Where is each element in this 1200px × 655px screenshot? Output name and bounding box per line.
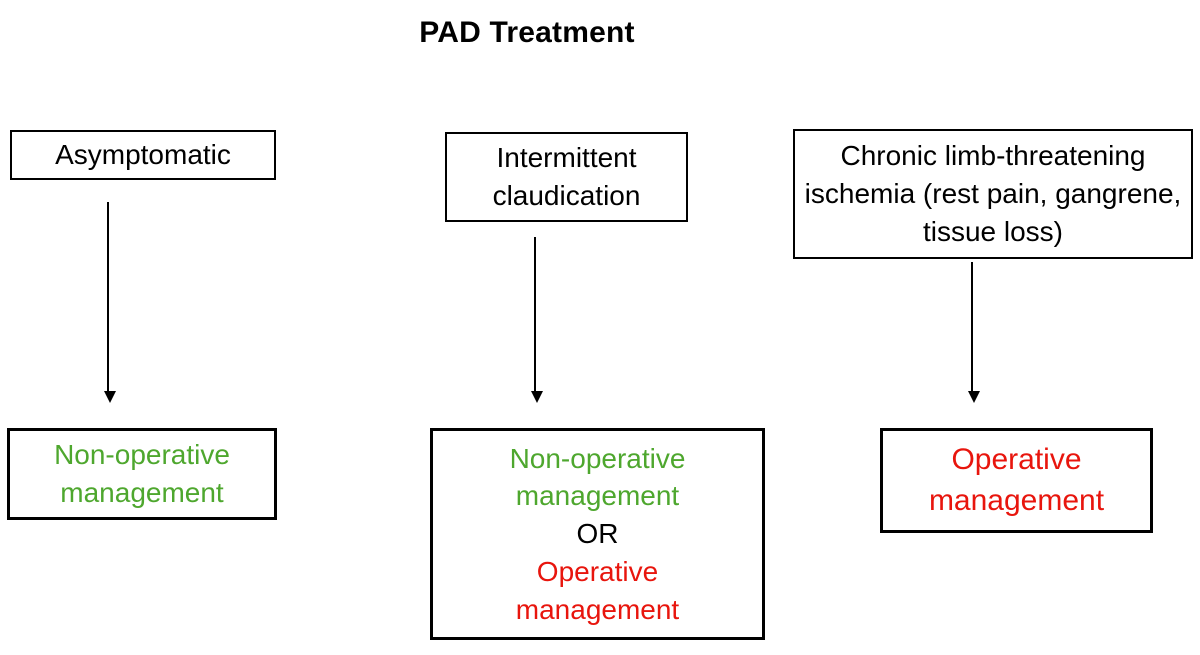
- outcome-label-non-operative: Non-operative management: [509, 442, 686, 512]
- condition-box-chronic-limb-threatening-ischemia: Chronic limb-threatening ischemia (rest …: [793, 129, 1193, 259]
- condition-label: Asymptomatic: [55, 139, 231, 171]
- condition-label: Intermittent claudication: [492, 142, 641, 211]
- outcome-box-chronic-limb-threatening-ischemia: Operative management: [880, 428, 1153, 533]
- outcome-box-intermittent-claudication: Non-operative management OR Operative ma…: [430, 428, 765, 640]
- condition-label: Chronic limb-threatening ischemia (rest …: [804, 140, 1182, 247]
- outcome-box-asymptomatic: Non-operative management: [7, 428, 277, 520]
- arrow-intermittent-claudication-down: [531, 237, 543, 403]
- outcome-label-non-operative: Non-operative management: [54, 439, 230, 508]
- condition-box-asymptomatic: Asymptomatic: [10, 130, 276, 180]
- page-title: PAD Treatment: [419, 16, 635, 49]
- condition-box-intermittent-claudication: Intermittent claudication: [445, 132, 688, 222]
- outcome-label-or: OR: [576, 518, 619, 550]
- outcome-label-operative: Operative management: [515, 555, 680, 625]
- arrow-chronic-limb-threatening-ischemia-down: [968, 262, 980, 403]
- outcome-label-operative: Operative management: [928, 443, 1105, 517]
- arrow-asymptomatic-down: [104, 202, 116, 403]
